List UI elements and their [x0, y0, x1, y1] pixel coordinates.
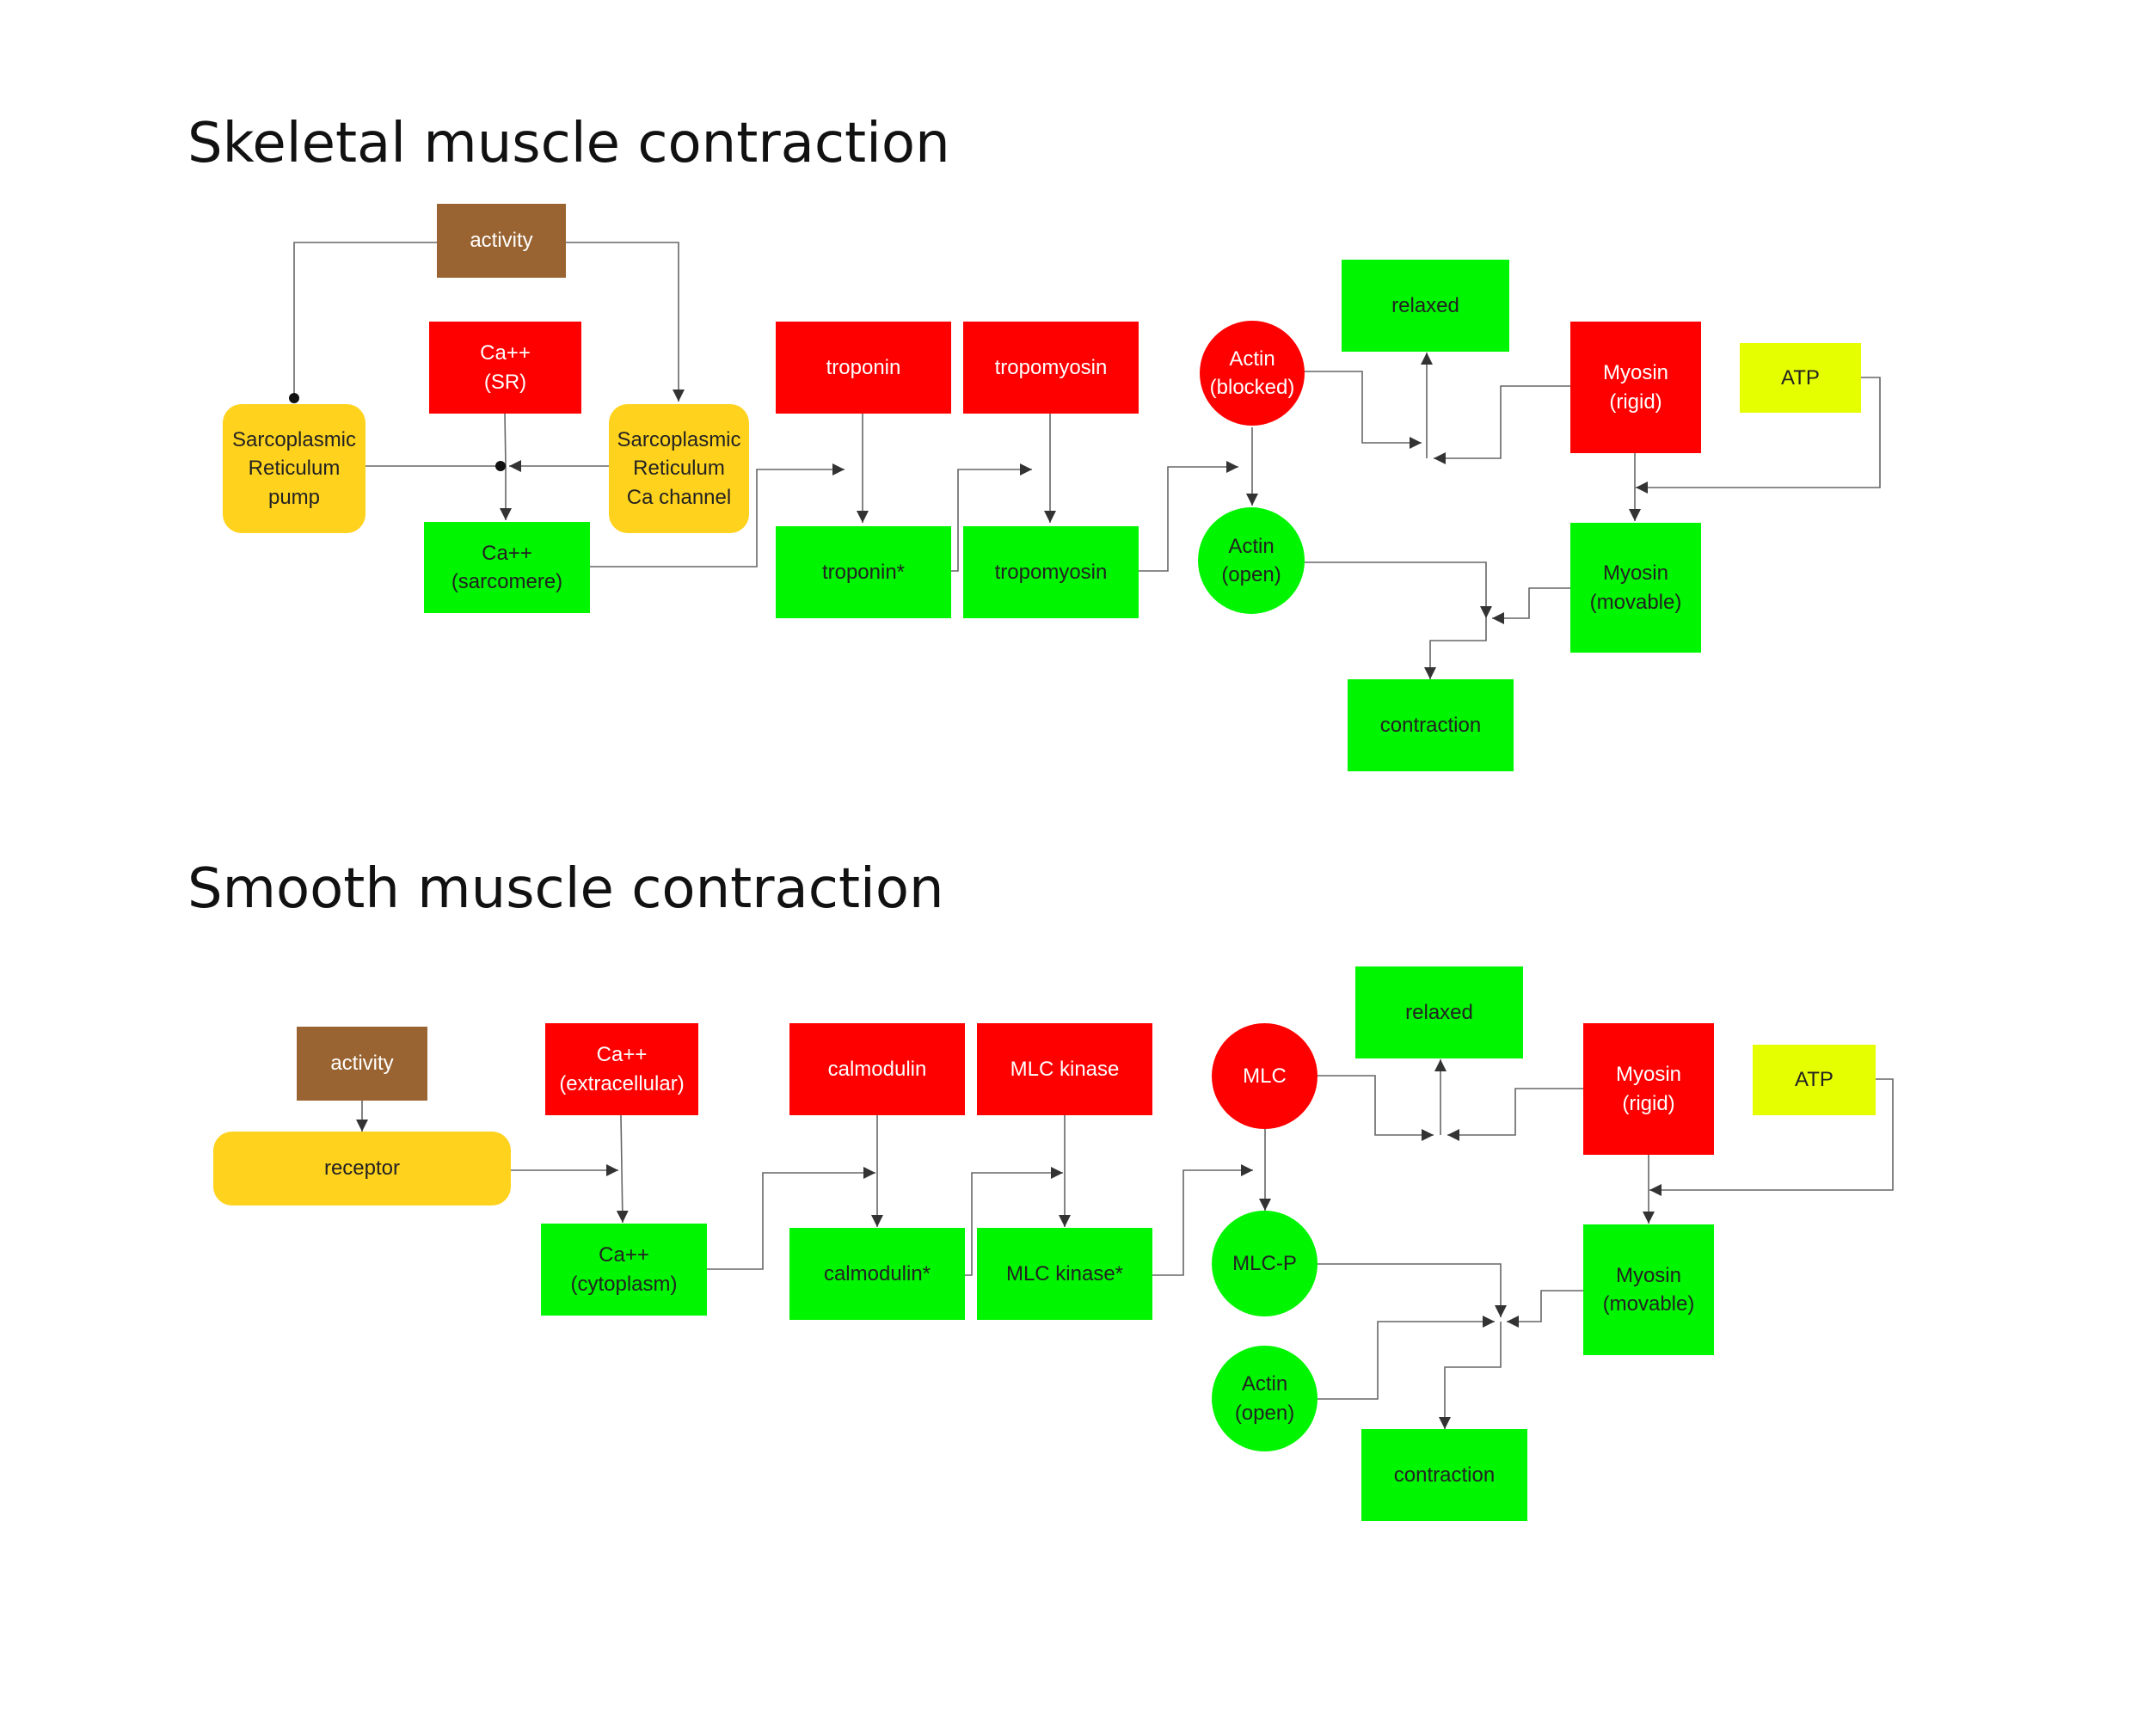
troponin-active-node: troponin*: [776, 526, 951, 618]
mlc-kinase-node: MLC kinase: [977, 1023, 1152, 1115]
skeletal-myosin-rigid-node: Myosin (rigid): [1570, 322, 1701, 453]
skeletal-ca-sarcomere-node: Ca++ (sarcomere): [424, 522, 590, 613]
skeletal-atp-node: ATP: [1740, 343, 1861, 413]
mlc-p-node: MLC-P: [1212, 1211, 1318, 1316]
wire-troponin-active-to-tropomyosin: [950, 463, 1032, 572]
skeletal-actin-open-node: Actin (open): [1198, 507, 1305, 614]
wire-atp-to-myosin-2: [1649, 1078, 1894, 1196]
wire-mlc-p-to-node: [1317, 1263, 1507, 1317]
skeletal-myosin-movable-node: Myosin (movable): [1570, 523, 1701, 653]
smooth-contraction-node: contraction: [1361, 1429, 1527, 1521]
wire-myosin-rigid-to-node: [1434, 385, 1570, 464]
wire-node-to-contraction-2: [1439, 1322, 1502, 1429]
wire-ca-ext-to-cytoplasm: [616, 1114, 629, 1224]
actin-blocked-node: Actin (blocked): [1200, 321, 1305, 426]
wire-sarcomere-to-troponin: [590, 463, 845, 568]
skeletal-activity-node: activity: [437, 204, 566, 278]
wire-cytoplasm-to-calmodulin: [707, 1167, 875, 1270]
wire-ca-sr-to-sarcomere: [500, 412, 512, 520]
smooth-relaxed-node: relaxed: [1355, 966, 1523, 1058]
mlc-kinase-active-node: MLC kinase*: [977, 1228, 1152, 1320]
smooth-actin-open-node: Actin (open): [1212, 1346, 1318, 1451]
smooth-myosin-movable-node: Myosin (movable): [1583, 1224, 1714, 1355]
skeletal-relaxed-node: relaxed: [1342, 260, 1509, 352]
wire-calmodulin-active-to-kinase: [964, 1167, 1063, 1276]
tropomyosin-node: tropomyosin: [963, 322, 1139, 414]
wire-actin-blocked-to-node: [1303, 371, 1422, 449]
smooth-atp-node: ATP: [1753, 1045, 1876, 1115]
skeletal-diagram-title: Skeletal muscle contraction: [187, 112, 950, 175]
smooth-diagram-title: Smooth muscle contraction: [187, 857, 944, 921]
sr-pump-node: Sarcoplasmic Reticulum pump: [223, 404, 365, 533]
calmodulin-active-node: calmodulin*: [789, 1228, 965, 1320]
wire-myosin-rigid-to-node-2: [1447, 1088, 1583, 1141]
smooth-activity-node: activity: [297, 1027, 427, 1101]
wire-myosin-movable-to-node: [1492, 587, 1570, 624]
wire-node-to-contraction: [1424, 618, 1487, 679]
wire-kinase-active-to-mlc: [1152, 1164, 1253, 1276]
wire-activity-to-channel: [566, 242, 685, 402]
wire-tropomyosin-to-actin: [1138, 461, 1238, 572]
wire-activity-to-pump: [289, 242, 437, 403]
sr-channel-node: Sarcoplasmic Reticulum Ca channel: [609, 404, 749, 533]
receptor-node: receptor: [213, 1132, 511, 1206]
ca-cytoplasm-node: Ca++ (cytoplasm): [541, 1224, 707, 1316]
wire-atp-to-myosin: [1636, 377, 1881, 494]
troponin-node: troponin: [776, 322, 951, 414]
skeletal-ca-sr-node: Ca++ (SR): [429, 322, 581, 414]
wire-actin-open-to-node-2: [1317, 1316, 1495, 1400]
skeletal-contraction-node: contraction: [1348, 679, 1514, 771]
wire-actin-open-to-node: [1304, 561, 1492, 618]
smooth-myosin-rigid-node: Myosin (rigid): [1583, 1023, 1714, 1155]
calmodulin-node: calmodulin: [789, 1023, 965, 1115]
wire-mlc-to-node: [1317, 1075, 1434, 1141]
ca-extracellular-node: Ca++ (extracellular): [545, 1023, 698, 1115]
mlc-node: MLC: [1212, 1023, 1318, 1129]
tropomyosin-active-node: tropomyosin: [963, 526, 1139, 618]
wire-myosin-movable-to-node-2: [1507, 1290, 1583, 1328]
